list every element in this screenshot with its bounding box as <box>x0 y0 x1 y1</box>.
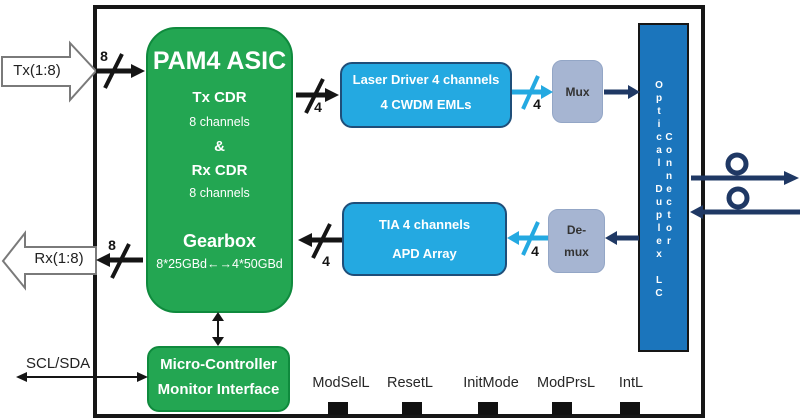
pin-intl <box>620 402 640 415</box>
pin-label-resetl: ResetL <box>387 375 433 391</box>
demux-line1: De- <box>566 223 587 237</box>
asic-rx-in-width-label: 4 <box>322 253 330 269</box>
tx-port-label: Tx(1:8) <box>13 62 61 79</box>
mux-label: Mux <box>565 84 590 99</box>
asic-title: PAM4 ASIC <box>152 47 287 75</box>
connector-label: Optical Duplex LC Connector <box>653 79 675 301</box>
rx-port-label: Rx(1:8) <box>34 250 84 267</box>
pin-label-modprsl: ModPrsL <box>536 375 596 391</box>
laser-driver-line2: 4 CWDM EMLs <box>380 97 472 112</box>
fiber-loop-icon <box>726 186 750 210</box>
fiber-loop-icon <box>725 152 749 176</box>
demux-tia-width-label: 4 <box>531 243 539 259</box>
laser-mux-width-label: 4 <box>533 96 541 112</box>
mcu-line1: Micro-Controller <box>160 356 277 373</box>
pin-modsell <box>328 402 348 415</box>
demux-line2: mux <box>564 245 589 259</box>
rx-bus-width-label: 8 <box>108 237 116 253</box>
tx-bus-width-label: 8 <box>100 48 108 64</box>
fiber-in-arrow <box>690 186 800 219</box>
asic-rx-cdr-channels: 8 channels <box>189 186 250 200</box>
asic-tx-cdr-channels: 8 channels <box>189 115 250 129</box>
pam4-asic-block: PAM4 ASIC Tx CDR 8 channels & Rx CDR 8 c… <box>146 27 293 313</box>
pin-modprsl <box>552 402 572 415</box>
optical-lc-connector: Optical Duplex LC Connector <box>638 23 689 352</box>
pin-label-intl: IntL <box>618 375 644 391</box>
pin-label-modsell: ModSelL <box>312 375 370 391</box>
pin-resetl <box>402 402 422 415</box>
asic-joiner: & <box>214 138 225 155</box>
asic-tx-cdr-label: Tx CDR <box>192 89 247 106</box>
demux-block: De- mux <box>548 209 605 273</box>
tia-line1: TIA 4 channels <box>378 217 471 232</box>
asic-gearbox-label: Gearbox <box>182 231 257 251</box>
asic-rx-cdr-label: Rx CDR <box>191 162 248 179</box>
asic-tx-out-width-label: 4 <box>314 99 322 115</box>
pin-initmode <box>478 402 498 415</box>
pin-label-initmode: InitMode <box>463 375 519 391</box>
fiber-out-arrow <box>691 152 799 185</box>
laser-driver-block: Laser Driver 4 channels 4 CWDM EMLs <box>340 62 512 128</box>
asic-gearbox-rates: 8*25GBd←→4*50GBd <box>156 257 283 271</box>
laser-driver-line1: Laser Driver 4 channels <box>352 72 500 87</box>
tia-block: TIA 4 channels APD Array <box>342 202 507 276</box>
mcu-line2: Monitor Interface <box>157 381 280 398</box>
microcontroller-block: Micro-Controller Monitor Interface <box>147 346 290 412</box>
mux-block: Mux <box>552 60 603 123</box>
i2c-label: SCL/SDA <box>26 355 91 372</box>
tia-line2: APD Array <box>392 246 457 261</box>
